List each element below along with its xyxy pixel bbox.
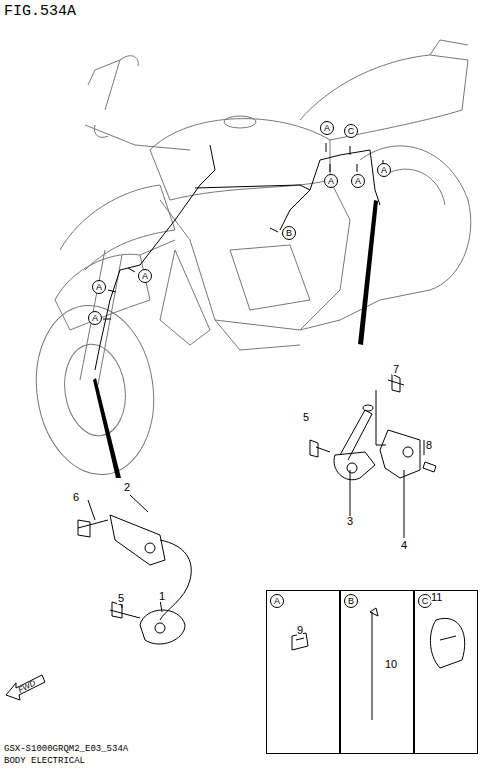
callout-number: 2 (123, 482, 131, 493)
marker-letter: A (351, 174, 365, 188)
marker-letter: C (344, 124, 358, 138)
marker-letter: A (88, 311, 102, 325)
direction-label: FWD (17, 679, 37, 695)
callout-number: 1 (158, 591, 166, 602)
legend-inset-box: B 10 (340, 590, 414, 754)
footer-code: GSX-S1000GRQM2_E03_534A (4, 745, 128, 754)
callout-number: 10 (385, 658, 397, 670)
marker-letter: A (138, 269, 152, 283)
marker-letter: A (324, 174, 338, 188)
marker-letter: B (344, 594, 358, 608)
figure-title: FIG.534A (4, 4, 76, 19)
legend-inset-box: A9 (266, 590, 340, 754)
callout-number: 6 (72, 492, 80, 503)
marker-letter: C (418, 594, 432, 608)
callout-number: 9 (297, 624, 303, 636)
marker-letter: A (92, 280, 106, 294)
callout-number: 8 (425, 440, 433, 451)
callout-number: 3 (346, 516, 354, 527)
callout-number: 5 (302, 412, 310, 423)
marker-letter: A (270, 594, 284, 608)
marker-letter: A (377, 163, 391, 177)
callout-number: 4 (400, 540, 408, 551)
callout-number: 5 (117, 593, 125, 604)
footer-title: BODY ELECTRICAL (4, 757, 85, 766)
marker-letter: A (320, 121, 334, 135)
marker-letter: B (282, 226, 296, 240)
callout-number: 11 (431, 591, 442, 603)
legend-inset-box: C11 (414, 590, 478, 754)
callout-number: 7 (392, 364, 400, 375)
